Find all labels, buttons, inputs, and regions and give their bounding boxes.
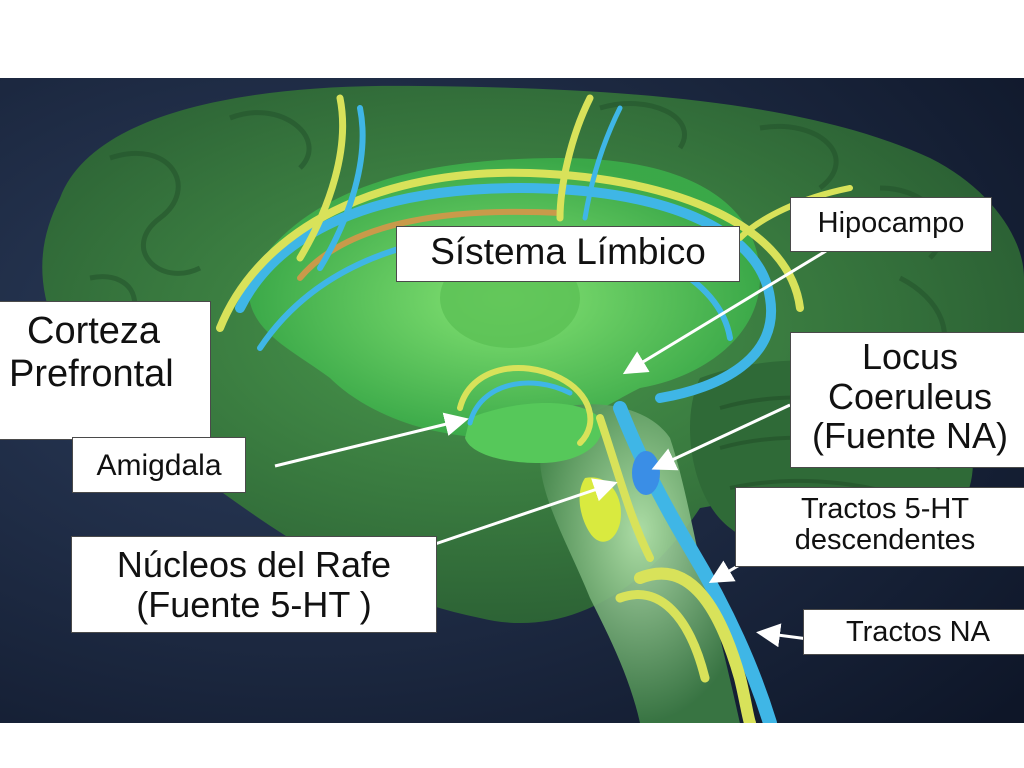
- label-corteza-prefrontal: Corteza Prefrontal: [0, 301, 211, 440]
- label-hipocampo: Hipocampo: [790, 197, 992, 252]
- label-tractos5ht-line1: Tractos 5-HT: [800, 493, 970, 525]
- label-tractos-na-text: Tractos NA: [846, 616, 990, 648]
- label-tractos-5ht: Tractos 5-HT descendentes: [735, 487, 1024, 567]
- label-locus-line3: (Fuente NA): [811, 415, 1009, 457]
- label-amigdala: Amigdala: [72, 437, 246, 493]
- label-locus-coeruleus: Locus Coeruleus (Fuente NA): [790, 332, 1024, 468]
- label-nucleos-rafe: Núcleos del Rafe (Fuente 5-HT ): [71, 536, 437, 633]
- pathways: [216, 94, 853, 723]
- label-tractos5ht-line2: descendentes: [794, 524, 976, 557]
- label-tractos-na: Tractos NA: [803, 609, 1024, 655]
- label-amigdala-text: Amigdala: [96, 449, 222, 482]
- label-nucleos-line1: Núcleos del Rafe: [116, 544, 392, 585]
- label-corteza-line2: Prefrontal: [9, 352, 174, 395]
- label-sistema-limbico-text: Sístema Límbico: [430, 231, 706, 272]
- locus-coeruleus: [632, 451, 660, 495]
- label-nucleos-line2: (Fuente 5-HT ): [136, 583, 372, 625]
- hippocampus-shape: [465, 403, 602, 463]
- label-locus-line1: Locus: [861, 336, 959, 377]
- label-corteza-line1: Corteza: [27, 310, 161, 352]
- label-hipocampo-text: Hipocampo: [817, 207, 965, 239]
- label-locus-line2: Coeruleus: [827, 375, 993, 417]
- label-sistema-limbico: Sístema Límbico: [396, 226, 740, 282]
